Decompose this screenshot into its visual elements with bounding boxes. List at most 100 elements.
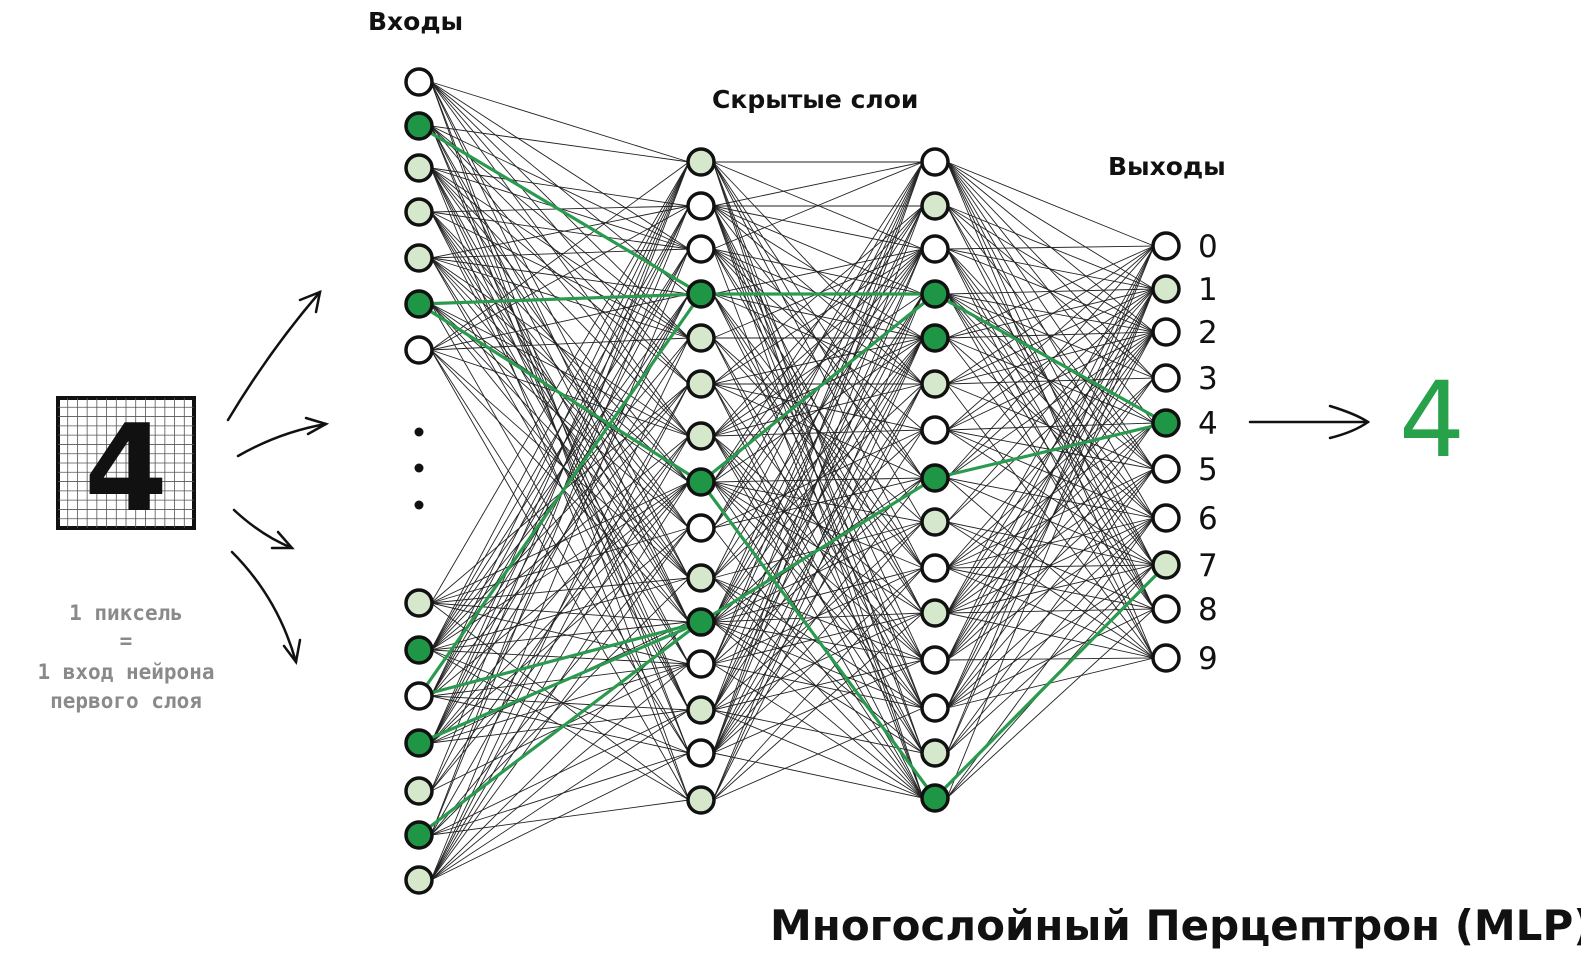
connection-line [946,422,1155,709]
hidden1-neuron [686,421,716,451]
connection-line [430,303,690,529]
connection-line [430,527,690,744]
connection-line [430,349,690,579]
hidden1-neuron [686,738,716,768]
output-class-label: 1 [1198,272,1218,308]
hidden-layers-label: Скрытые слои [712,85,918,114]
outputs-neuron [1151,274,1181,304]
output-class-label: 0 [1198,229,1218,265]
connection-line [430,257,690,579]
connection-line [946,468,1155,754]
connection-line [712,621,924,709]
connection-line [946,245,1155,339]
connection-line [712,248,924,295]
hidden2-neuron [920,553,950,583]
connection-line [712,337,924,801]
connection-line [430,709,690,881]
connection-line [712,161,924,479]
input-arrows [226,289,330,666]
inputs-neuron [404,681,434,711]
connection-line [430,205,690,259]
connection-line [946,245,1155,614]
hidden2-neuron [920,369,950,399]
connection-line [946,248,1155,333]
outputs-neuron [1151,594,1181,624]
inputs-neuron [404,865,434,895]
inputs-label: Входы [368,7,463,36]
connection-line [712,337,924,385]
note-line-3: 1 вход нейрона [37,660,214,684]
active-connection-line [418,620,702,837]
connection-line [430,663,690,881]
connection-line [712,161,924,483]
outputs-neuron [1151,454,1181,484]
connection-line [430,349,690,801]
hidden1-neuron [686,234,716,264]
connection-line [946,248,1155,290]
outputs-neuron [1151,643,1181,673]
connection-line [430,161,690,744]
hidden2-neuron [920,783,950,813]
connection-line [946,608,1155,799]
active-connection-line [699,292,937,484]
hidden1-neuron [686,191,716,221]
connection-line [712,161,924,711]
active-connection-line [418,620,702,745]
connection-line [946,248,1155,566]
connection-line [712,248,924,385]
neurons [404,67,1181,895]
outputs-neuron [1151,503,1181,533]
connection-line [712,612,924,801]
connection-line [946,245,1155,250]
connection-line [430,481,690,744]
connection-line [430,125,690,163]
connection-line [712,577,924,754]
active-connection-line [700,476,936,624]
connection-line [430,303,690,623]
connection-line [430,695,690,711]
connection-line [712,205,924,754]
connection-line [946,331,1155,523]
connection-line [712,429,924,623]
connection-line [946,293,1155,333]
connection-line [946,564,1155,754]
hidden1-neuron [686,369,716,399]
connection-line [430,752,690,836]
connection-line [430,695,690,754]
connection-line [946,564,1155,709]
hidden2-neuron [920,598,950,628]
connection-line [946,288,1155,754]
connection-line [712,205,924,483]
connection-line [712,621,924,799]
connection-line [430,349,690,754]
diagram-title: Многослойный Перцептрон (MLP) [770,901,1581,950]
active-path-lines [417,124,1168,837]
active-connection-line [418,124,702,296]
outputs-neuron [1151,408,1181,438]
connection-line [430,167,690,437]
connection-line [712,161,924,250]
connection-line [946,245,1155,385]
connection-line [430,161,690,792]
active-connection-line [933,563,1168,800]
note-line-2: = [120,629,133,653]
connection-line [712,248,924,479]
active-connection-line [418,292,702,306]
connection-line [430,752,690,881]
hidden2-neuron [920,191,950,221]
output-class-label: 4 [1198,406,1218,442]
connection-line [946,331,1155,614]
connection-line [712,527,924,799]
connection-line [430,125,690,579]
connection-line [946,337,1155,424]
connection-line [946,331,1155,431]
connection-line [712,477,924,529]
connection-line [430,125,690,623]
connection-line [712,248,924,431]
input-digit: 4 [84,400,168,539]
inputs-neuron [404,635,434,665]
connection-line [946,331,1155,661]
connection-line [430,161,690,604]
connection-line [430,167,690,207]
connection-line [430,293,690,744]
